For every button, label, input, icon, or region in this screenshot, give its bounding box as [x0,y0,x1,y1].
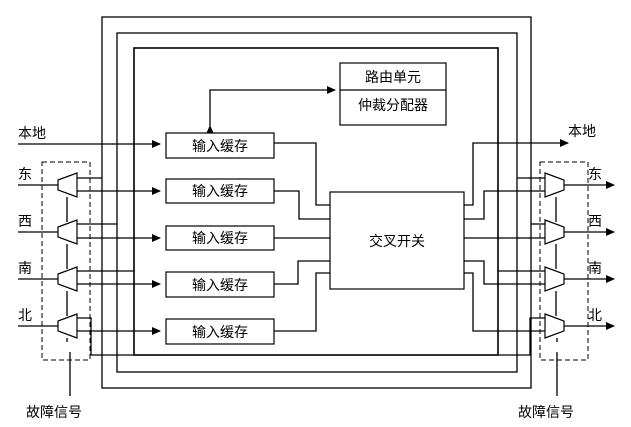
input-buffer-label: 输入缓存 [192,231,248,247]
demux-south [57,266,78,292]
demux-west [57,219,78,245]
outer-frame-2 [116,32,518,373]
right-mux-group [539,161,589,361]
south-input-label: 南 [18,261,32,277]
left-demux-group [41,161,91,361]
local-input-label: 本地 [18,126,46,142]
input-buffer-label: 输入缓存 [192,184,248,200]
demux-north [57,313,78,339]
router-unit-label: 路由单元 [365,70,421,86]
fault-signal-right: 故障信号 [518,405,574,421]
input-buffer-local [165,132,275,159]
west-input-label: 西 [18,214,32,230]
mux-west [544,219,565,245]
north-input-label: 北 [18,308,32,324]
router-unit-link [206,86,336,134]
mux-north [544,313,565,339]
south-output-label: 南 [588,261,602,277]
demux-east [57,172,78,198]
north-output-label: 北 [588,308,602,324]
crossbar-label: 交叉开关 [369,233,425,250]
input-buffer-east [165,178,275,204]
local-output-label: 本地 [568,124,596,140]
router-frame [133,47,499,356]
outer-frame-1 [101,16,532,389]
input-buffer-label: 输入缓存 [192,325,248,341]
input-buffer-label: 输入缓存 [192,278,248,294]
fault-signal-left: 故障信号 [26,405,82,421]
arbiter-label: 仲裁分配器 [358,98,428,114]
crossbar-switch [329,191,465,290]
mux-east [544,172,565,198]
east-input-label: 东 [18,167,32,183]
west-output-label: 西 [588,214,602,230]
mux-south [544,266,565,292]
input-buffer-south [165,271,275,298]
input-buffer-label: 输入缓存 [192,139,248,155]
router-unit-box [339,62,447,126]
east-output-label: 东 [588,167,602,183]
